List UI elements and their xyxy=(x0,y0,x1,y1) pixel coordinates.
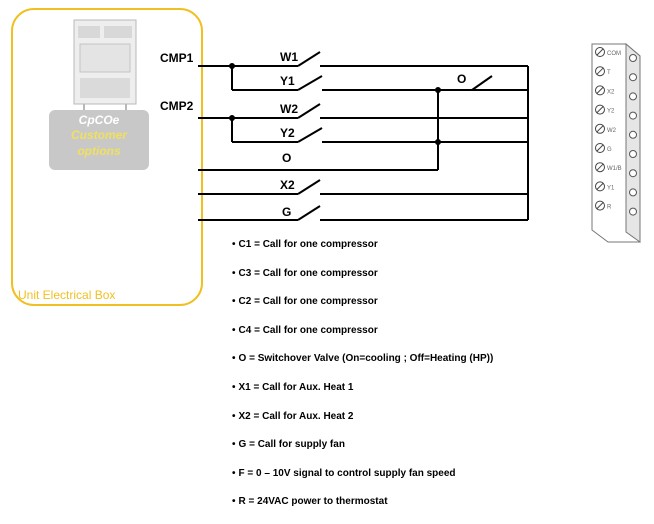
o-switch-label: O xyxy=(457,72,466,86)
wiring-diagram: CMP1 CMP2 xyxy=(11,8,641,306)
terminal-label: R xyxy=(607,205,612,211)
y2-label: Y2 xyxy=(280,126,295,140)
terminal-label: W2 xyxy=(607,128,617,134)
legend-item: C4 = Call for one compressor xyxy=(232,324,642,353)
legend-item: O = Switchover Valve (On=cooling ; Off=H… xyxy=(232,352,642,381)
o-label: O xyxy=(282,151,291,165)
terminal-side-screw xyxy=(629,73,637,82)
terminal-side-screw xyxy=(629,130,637,139)
x2-label: X2 xyxy=(280,178,295,192)
terminal-label: COM xyxy=(607,51,621,57)
terminal-screw-slot xyxy=(596,202,604,209)
legend-item: C2 = Call for one compressor xyxy=(232,295,642,324)
terminal-screw-slot xyxy=(596,48,604,56)
g-label: G xyxy=(282,205,291,219)
legend-item: R = 24VAC power to thermostat xyxy=(232,495,642,524)
terminal-screw-slot xyxy=(596,183,604,190)
terminal-side-screw xyxy=(629,111,637,120)
y1-label: Y1 xyxy=(280,74,295,88)
legend-item: X1 = Call for Aux. Heat 1 xyxy=(232,381,642,410)
cmp1-label: CMP1 xyxy=(160,51,194,65)
signal-legend: C1 = Call for one compressor C3 = Call f… xyxy=(232,238,642,524)
terminal-screw-slot xyxy=(596,144,604,152)
terminal-side-screw xyxy=(629,188,637,197)
controller-device-image xyxy=(73,19,137,112)
terminal-screw-slot xyxy=(596,125,604,133)
terminal-label: Y2 xyxy=(607,109,615,115)
wiring xyxy=(198,51,529,221)
terminal-side-screw xyxy=(629,92,637,101)
junction-dots xyxy=(229,63,441,145)
legend-item: C3 = Call for one compressor xyxy=(232,267,642,296)
terminal-label: G xyxy=(607,147,612,153)
terminal-label: W1/B xyxy=(607,166,622,172)
legend-item: G = Call for supply fan xyxy=(232,438,642,467)
w2-label: W2 xyxy=(280,102,298,116)
terminal-side-screw xyxy=(629,150,637,158)
terminal-side-screw xyxy=(629,169,637,178)
terminal-screw-slot xyxy=(596,106,604,113)
terminal-label: Y1 xyxy=(607,185,615,191)
terminal-side-screw xyxy=(629,207,637,216)
terminal-label: X2 xyxy=(607,89,615,95)
terminal-label: T xyxy=(607,70,611,76)
customer-options-line2: options xyxy=(77,144,121,158)
terminal-side-screw xyxy=(629,54,637,62)
legend-item: X2 = Call for Aux. Heat 2 xyxy=(232,410,642,439)
controller-panel: CpCOe Customer options xyxy=(49,110,149,170)
controller-name: CpCOe xyxy=(78,113,120,127)
unit-electrical-box-title: Unit Electrical Box xyxy=(18,288,116,302)
terminal-screw-slot xyxy=(596,163,604,171)
terminal-screw-slot xyxy=(596,87,604,94)
legend-item: C1 = Call for one compressor xyxy=(232,238,642,267)
w1-label: W1 xyxy=(280,50,298,64)
cmp2-label: CMP2 xyxy=(160,99,194,113)
legend-item: F = 0 – 10V signal to control supply fan… xyxy=(232,467,642,496)
unit-electrical-box xyxy=(11,8,203,306)
customer-options-line1: Customer xyxy=(70,128,127,142)
terminal-screw-slot xyxy=(596,67,604,75)
